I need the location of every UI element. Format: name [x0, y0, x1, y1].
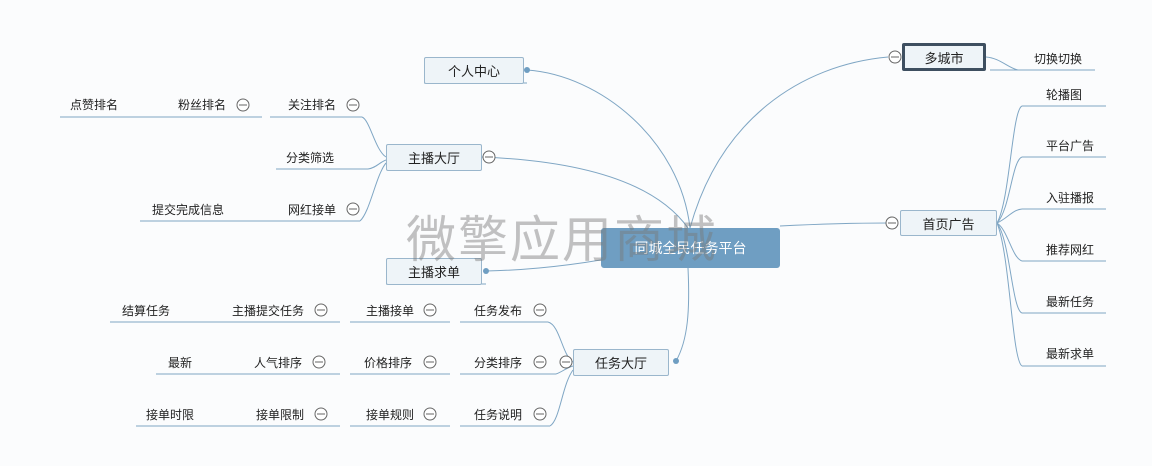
- node-anchor-request[interactable]: 主播求单: [386, 258, 482, 285]
- leaf-like-rank[interactable]: 点赞排名: [70, 98, 119, 112]
- leaf-recommend-influencer[interactable]: 推荐网红: [1046, 243, 1095, 257]
- leaf-accept-timelimit[interactable]: 接单时限: [146, 408, 195, 422]
- leaf-category-filter[interactable]: 分类筛选: [286, 151, 335, 165]
- leaf-newest-request[interactable]: 最新求单: [1046, 347, 1095, 361]
- leaf-carousel[interactable]: 轮播图: [1046, 88, 1083, 102]
- node-multi-city[interactable]: 多城市: [902, 43, 986, 71]
- node-task-hall[interactable]: 任务大厅: [573, 349, 669, 376]
- node-home-ads[interactable]: 首页广告: [900, 210, 997, 236]
- node-personal-center[interactable]: 个人中心: [424, 57, 524, 84]
- leaf-task-description[interactable]: 任务说明: [474, 408, 523, 422]
- leaf-accept-rules[interactable]: 接单规则: [366, 408, 415, 422]
- leaf-newest[interactable]: 最新: [168, 356, 193, 370]
- leaf-follow-rank[interactable]: 关注排名: [288, 98, 337, 112]
- leaf-task-publish[interactable]: 任务发布: [474, 304, 523, 318]
- leaf-fans-rank[interactable]: 粉丝排名: [178, 98, 227, 112]
- leaf-platform-ads[interactable]: 平台广告: [1046, 139, 1095, 153]
- leaf-anchor-accept[interactable]: 主播接单: [366, 304, 415, 318]
- leaf-submit-completion[interactable]: 提交完成信息: [152, 203, 225, 217]
- leaf-accept-limits[interactable]: 接单限制: [256, 408, 305, 422]
- leaf-newest-task[interactable]: 最新任务: [1046, 295, 1095, 309]
- leaf-anchor-submit-task[interactable]: 主播提交任务: [232, 304, 305, 318]
- leaf-price-sort[interactable]: 价格排序: [364, 356, 413, 370]
- leaf-category-sort[interactable]: 分类排序: [474, 356, 523, 370]
- leaf-settle-task[interactable]: 结算任务: [122, 304, 171, 318]
- root-node[interactable]: 同城全民任务平台: [601, 228, 780, 268]
- leaf-influencer-accept[interactable]: 网红接单: [288, 203, 337, 217]
- leaf-popularity-sort[interactable]: 人气排序: [254, 356, 303, 370]
- node-anchor-hall[interactable]: 主播大厅: [386, 144, 482, 171]
- leaf-switch[interactable]: 切换切换: [1034, 52, 1083, 66]
- leaf-settle-broadcast[interactable]: 入驻播报: [1046, 191, 1095, 205]
